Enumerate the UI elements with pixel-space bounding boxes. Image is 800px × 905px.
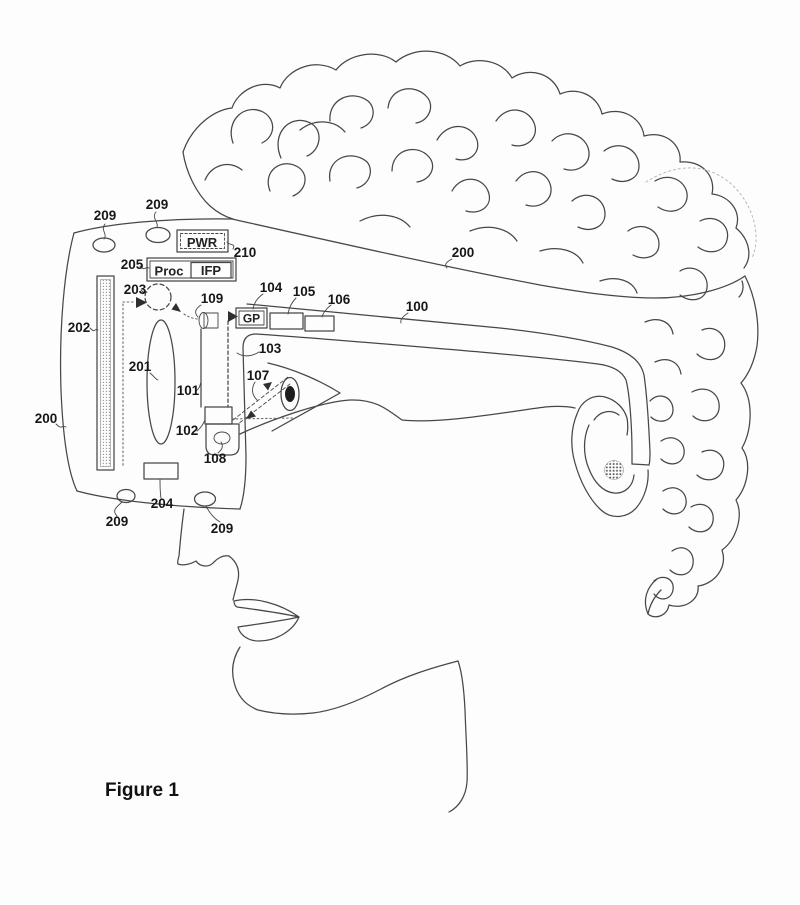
component-102 — [204, 406, 233, 425]
ref-label-109: 109 — [201, 291, 224, 306]
mount-209-bottom-mid — [193, 491, 217, 507]
ref-label-209-top-mid: 209 — [146, 197, 169, 212]
philtrum — [228, 555, 240, 601]
ref-label-108: 108 — [204, 451, 227, 466]
reference-labels: 209 209 210 205 203 202 109 104 105 106 … — [35, 197, 475, 536]
upper-eyelid — [267, 362, 341, 394]
light-ray-1 — [232, 376, 289, 421]
ear — [571, 395, 649, 517]
chin-jaw — [232, 646, 459, 715]
component-106-box — [304, 315, 335, 332]
lower-eyelid — [271, 392, 341, 432]
ref-label-209-bottom-mid: 209 — [211, 521, 234, 536]
ifp-box — [190, 261, 232, 279]
gaze-axis — [231, 417, 295, 420]
gp-box-inner — [238, 310, 265, 326]
temple-arm-top — [246, 303, 651, 466]
component-109 — [203, 312, 219, 329]
ifp-box-label: IFP — [201, 263, 222, 278]
mount-209-top-mid — [145, 226, 171, 244]
neck — [448, 660, 468, 813]
ref-label-203: 203 — [124, 282, 147, 297]
front-panel-top-and-headband-top — [73, 218, 746, 299]
proc-box-label: Proc — [155, 264, 184, 279]
mount-209-top-left — [92, 237, 116, 253]
hair — [182, 50, 757, 618]
cheek-line — [239, 399, 576, 435]
ref-label-210: 210 — [234, 245, 257, 260]
head-outline-faint — [645, 167, 757, 259]
pwr-box-inner — [180, 233, 225, 249]
ref-label-103: 103 — [259, 341, 282, 356]
gp-box-outer — [235, 307, 268, 329]
ref-label-107: 107 — [247, 368, 270, 383]
iris — [280, 376, 300, 412]
headband-back-edge — [740, 275, 759, 384]
ref-label-101: 101 — [177, 383, 200, 398]
mount-209-bottom-left — [116, 488, 136, 504]
component-108-housing — [205, 423, 240, 456]
pwr-box-outer — [176, 229, 229, 253]
pwr-box-label: PWR — [187, 235, 218, 250]
gp-box-label: GP — [243, 312, 260, 326]
eye — [231, 362, 341, 432]
component-204 — [143, 462, 179, 480]
light-ray-2 — [237, 383, 291, 425]
ref-label-201: 201 — [129, 359, 152, 374]
nose — [176, 508, 230, 567]
ref-label-209-bottom-left: 209 — [106, 514, 129, 529]
proc-box-outer — [146, 257, 237, 282]
ref-label-106: 106 — [328, 292, 351, 307]
ref-label-205: 205 — [121, 257, 144, 272]
ref-label-105: 105 — [293, 284, 316, 299]
ref-label-202: 202 — [68, 320, 91, 335]
ref-label-102: 102 — [176, 423, 199, 438]
component-203-sensor — [144, 283, 172, 311]
front-panel-bottom-edge — [76, 490, 241, 510]
component-105-box — [269, 312, 304, 330]
component-202-bar — [96, 275, 115, 471]
temple-arm-bottom — [255, 333, 633, 465]
ref-label-209-top-left: 209 — [94, 208, 117, 223]
pupil — [285, 386, 295, 402]
ref-label-200-headband: 200 — [452, 245, 475, 260]
leader-lines — [55, 211, 453, 523]
hmd-device — [59, 218, 759, 510]
upper-lip — [233, 598, 300, 618]
earpiece-speaker — [604, 460, 624, 480]
lower-lip — [237, 616, 300, 642]
component-201-lens — [146, 319, 176, 445]
figure-caption: Figure 1 — [105, 780, 179, 801]
face-profile — [176, 399, 576, 813]
front-panel-left-edge — [59, 232, 78, 492]
ref-label-100: 100 — [406, 299, 429, 314]
eye-cavity-wall — [239, 333, 257, 510]
ref-label-200-front: 200 — [35, 411, 58, 426]
ref-label-204: 204 — [151, 496, 174, 511]
ref-label-104: 104 — [260, 280, 283, 295]
internal-components — [92, 226, 335, 507]
component-108 — [213, 431, 231, 445]
